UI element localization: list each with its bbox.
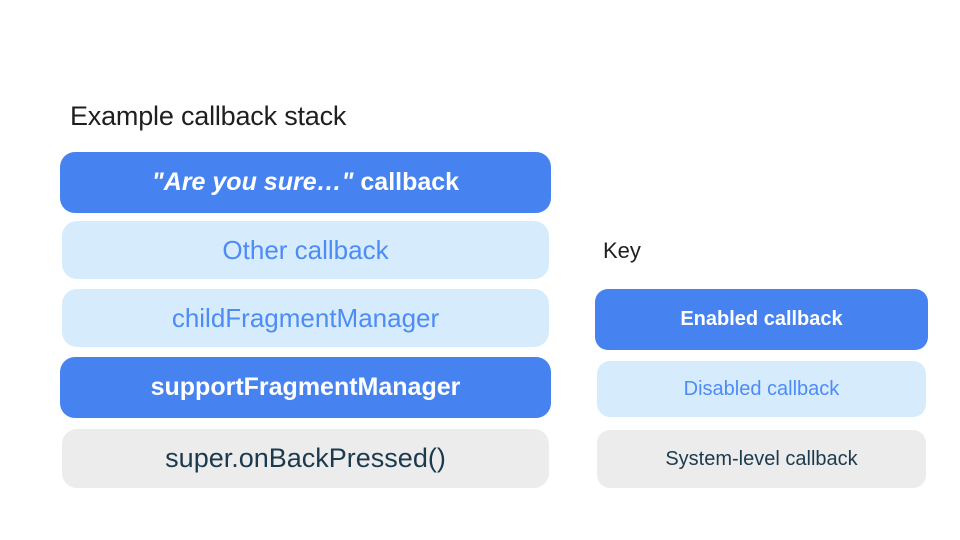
legend: Enabled callback Disabled callback Syste…: [595, 0, 928, 540]
stack-item-are-you-sure-callback: "Are you sure…" callback: [60, 152, 551, 213]
stack-item-childfragmentmanager: childFragmentManager: [62, 289, 549, 347]
stack-item-supportfragmentmanager: supportFragmentManager: [60, 357, 551, 418]
stack-item-super-onbackpressed: super.onBackPressed(): [62, 429, 549, 488]
stack-item-quoted-text: "Are you sure…": [151, 168, 354, 196]
stack-item-other-callback: Other callback: [62, 221, 549, 279]
legend-item-disabled-callback: Disabled callback: [597, 361, 926, 417]
callback-stack: "Are you sure…" callback Other callback …: [60, 0, 551, 540]
legend-item-system-level-callback: System-level callback: [597, 430, 926, 488]
stack-item-rest-text: callback: [353, 168, 460, 196]
legend-item-enabled-callback: Enabled callback: [595, 289, 928, 350]
legend-heading: Key: [603, 238, 641, 263]
page-title: Example callback stack: [70, 101, 347, 131]
